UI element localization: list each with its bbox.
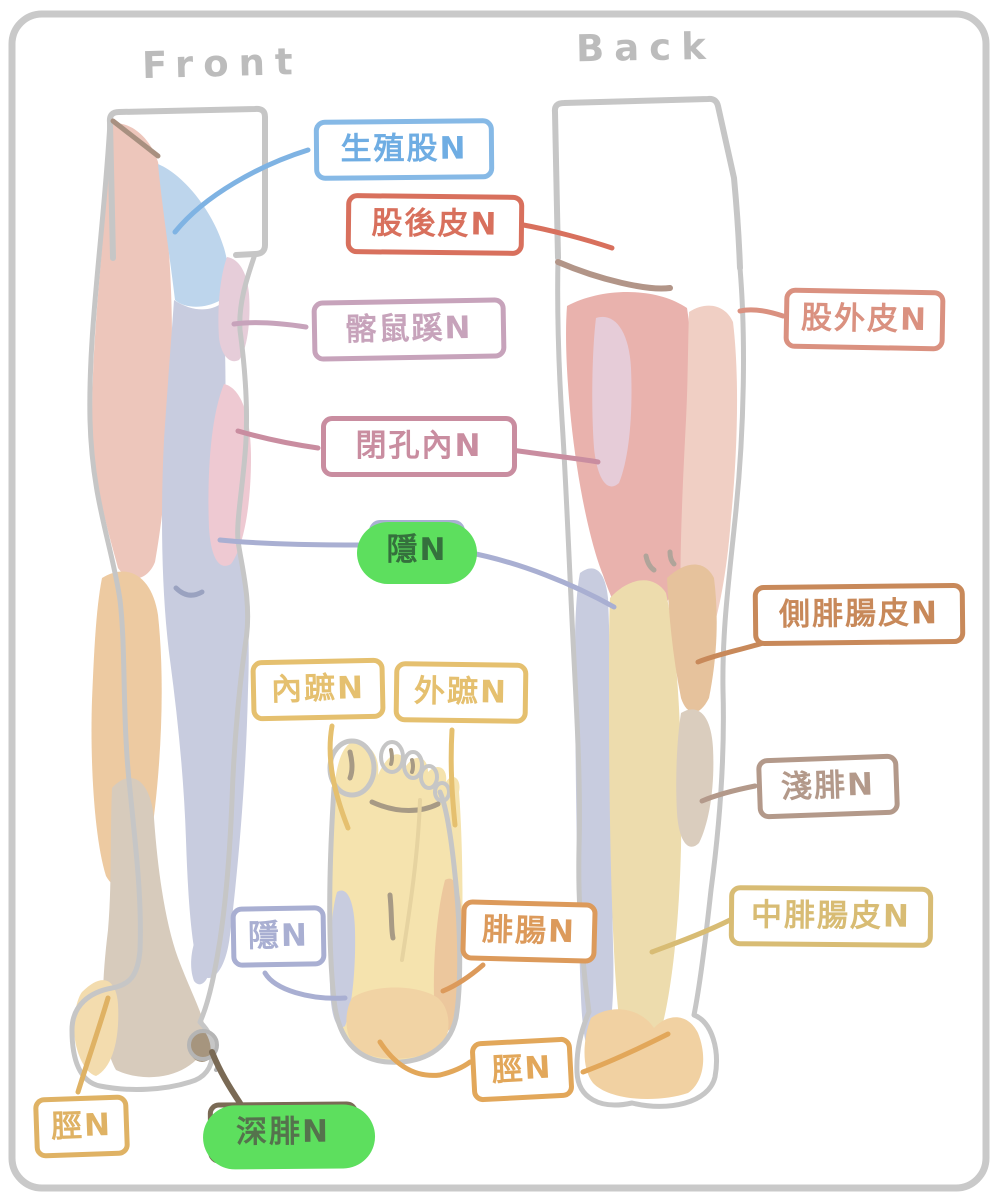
back-torso-outline — [551, 95, 743, 271]
label-obturator-nerve: 閉孔內N — [321, 416, 517, 477]
sole-center-mark — [387, 892, 396, 941]
sole-sural-strip — [433, 878, 463, 1032]
label-tibial-nerve-heel: 脛N — [32, 1094, 130, 1159]
back-view-title: Back — [575, 24, 717, 71]
label-text: 脛N — [490, 1049, 554, 1089]
superficial-peroneal-leader-line — [699, 783, 758, 804]
sole-main-region — [329, 742, 463, 1062]
obturator-leader-line-right — [509, 447, 601, 465]
saphenous-ankle-leader-line — [262, 970, 348, 1001]
back-hip-crease — [555, 259, 673, 292]
back-knee-mark-2 — [667, 549, 677, 567]
back-heel-region — [584, 1009, 704, 1099]
label-text: 閉孔內N — [355, 428, 483, 464]
sole-ball-crease — [369, 799, 441, 813]
back-leg-illustration — [551, 95, 746, 1109]
front-leg-illustration — [69, 105, 268, 1092]
label-text: 隱N — [247, 917, 310, 955]
label-ilioinguinal-nerve: 髂鼠蹊N — [311, 297, 507, 362]
lateral-sural-leader-line — [695, 640, 766, 665]
saphenous-leader-line-right — [463, 549, 617, 610]
genitofemoral-region — [158, 164, 230, 307]
sole-toe2-mark — [389, 748, 394, 766]
lateral-sural-region — [667, 564, 717, 713]
sole-toe3-mark — [410, 758, 415, 774]
obturator-region-back — [592, 316, 632, 487]
label-text: 深腓N — [235, 1113, 331, 1151]
medial-sural-leader-line — [649, 917, 733, 955]
back-knee-mark-1 — [643, 553, 657, 573]
tibial-sole-leader-line-left — [377, 1039, 473, 1078]
label-sural-nerve: 腓腸N — [460, 899, 598, 964]
sole-divider-line — [400, 798, 422, 962]
leader-lines — [75, 147, 786, 1106]
label-posterior-femoral-cutaneous-nerve: 股後皮N — [345, 193, 525, 256]
label-genitofemoral-nerve: 生殖股N — [313, 118, 495, 181]
superficial-peroneal-oval — [676, 709, 714, 847]
label-text: 中腓腸皮N — [750, 897, 912, 935]
front-ankle-saphenous-sliver — [191, 936, 213, 985]
front-knee-mark — [173, 585, 205, 598]
label-text: 隱N — [386, 532, 448, 568]
sole-toe2-outline — [379, 740, 405, 774]
front-saphenous-region — [162, 300, 249, 979]
label-superficial-peroneal-nerve: 淺腓N — [755, 753, 901, 820]
tibial-sole-leader-line-right — [580, 1031, 671, 1075]
sole-saphenous-strip — [329, 890, 356, 1028]
front-hip-crease — [110, 118, 161, 159]
deep-peroneal-leader-line — [209, 1049, 243, 1106]
label-text: 外蹠N — [413, 673, 509, 711]
saphenous-leader-line-left — [217, 537, 369, 548]
medial-sural-region — [609, 580, 682, 1050]
front-big-toe-outline — [187, 1029, 219, 1061]
label-tibial-nerve-sole: 脛N — [469, 1036, 575, 1103]
sole-toe3-outline — [402, 750, 424, 780]
genitofemoral-leader-line — [172, 147, 311, 235]
label-lateral-plantar-nerve: 外蹠N — [393, 661, 529, 724]
obturator-leader-line-left — [235, 428, 321, 451]
label-text: 股後皮N — [371, 205, 499, 243]
label-saphenous-nerve-highlighted: 隱N — [357, 520, 477, 584]
ilioinguinal-leader-line — [231, 320, 309, 330]
sole-toe4-outline — [419, 764, 439, 790]
label-text: 腓腸N — [481, 911, 577, 951]
label-medial-plantar-nerve: 內蹠N — [250, 657, 386, 721]
sole-outline — [327, 785, 463, 1065]
label-text: 生殖股N — [340, 130, 468, 168]
label-saphenous-nerve-ankle: 隱N — [230, 905, 327, 968]
tibial-heel-leader-line — [75, 995, 111, 1095]
front-torso-outline — [106, 105, 268, 261]
label-lateral-sural-cutaneous-nerve: 側腓腸皮N — [752, 582, 966, 646]
sole-big-toe-mark — [347, 749, 355, 781]
label-deep-peroneal-nerve-highlighted: 深腓N — [207, 1101, 359, 1164]
sural-leader-line — [440, 962, 486, 994]
label-text: 側腓腸皮N — [778, 595, 940, 633]
lateral-femoral-leader-line — [737, 307, 786, 319]
sole-heel-region — [346, 987, 449, 1059]
label-medial-sural-cutaneous-nerve: 中腓腸皮N — [728, 885, 934, 948]
label-text: 髂鼠蹊N — [345, 309, 473, 349]
label-text: 股外皮N — [800, 299, 929, 339]
label-text: 淺腓N — [780, 766, 876, 806]
lateral-plantar-leader-line — [448, 727, 458, 828]
front-view-title: Front — [141, 39, 304, 88]
front-shin-dorsum-region — [102, 778, 208, 1078]
medial-plantar-leader-line — [327, 723, 351, 831]
label-text: 內蹠N — [270, 670, 366, 708]
posterior-femoral-leader-line — [515, 221, 615, 251]
back-leg-outline — [555, 255, 746, 1109]
label-lateral-femoral-cutaneous-nerve: 股外皮N — [783, 287, 946, 351]
label-text: 脛N — [50, 1106, 113, 1146]
foot-sole-illustration — [327, 738, 463, 1065]
